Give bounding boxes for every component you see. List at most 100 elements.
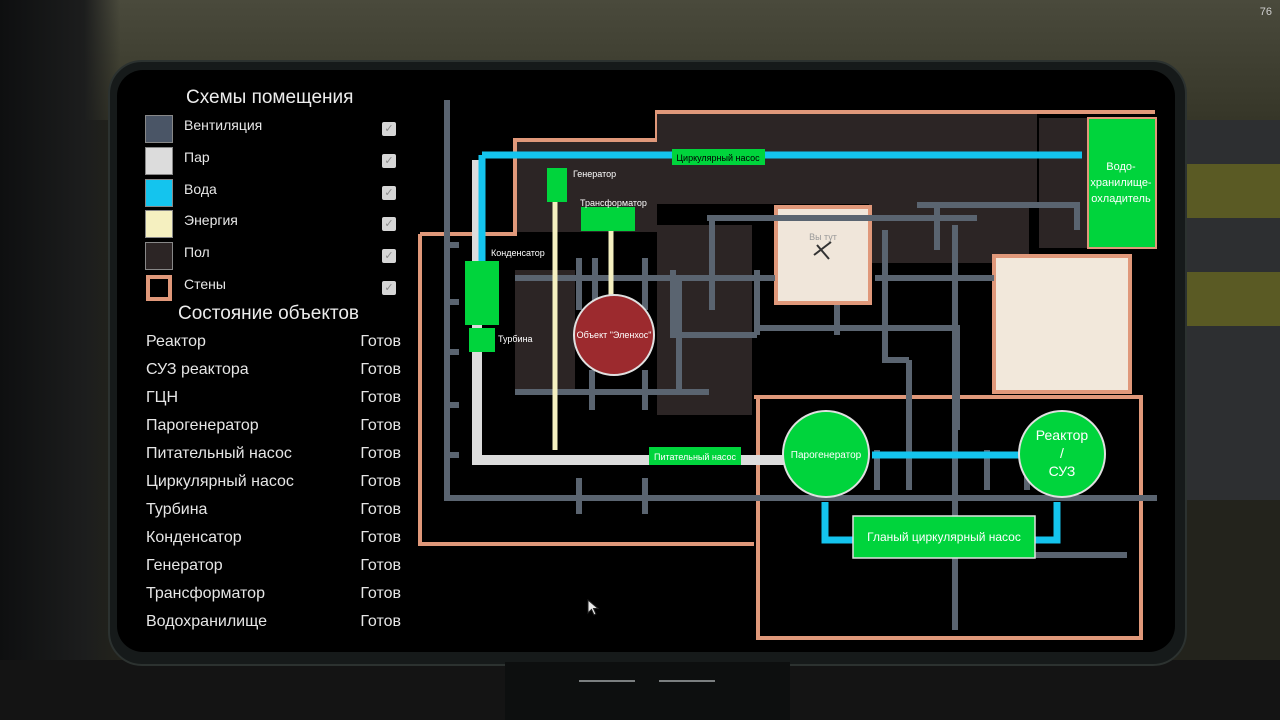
steam-gen-circle xyxy=(782,410,870,498)
status-object-name: Реактор xyxy=(146,333,206,350)
status-object-name: Питательный насос xyxy=(146,445,292,462)
reactor-label-2: / xyxy=(1060,445,1064,461)
circ-pump-box xyxy=(672,149,765,165)
wall-outline-left xyxy=(418,234,754,546)
transformer-label: Трансформатор xyxy=(580,198,647,208)
vent-top-right xyxy=(917,202,1080,230)
status-object-name: СУЗ реактора xyxy=(146,361,249,378)
status-state: Готов xyxy=(360,585,401,602)
vent-bottom-stubs xyxy=(576,478,648,514)
reactor-label-1: Реактор xyxy=(1036,427,1089,443)
condenser-label: Конденсатор xyxy=(491,248,545,258)
legend-label: Вентиляция xyxy=(184,117,263,133)
status-object-name: ГЦН xyxy=(146,389,179,406)
room-you-are-here xyxy=(774,205,872,305)
status-row: ГЦН Готов xyxy=(146,389,401,411)
reservoir-label-2: хранилище- xyxy=(1090,177,1152,189)
status-object-name: Конденсатор xyxy=(146,529,242,546)
status-state: Готов xyxy=(360,361,401,378)
vent-right-vertical xyxy=(882,230,912,490)
legend-checkbox[interactable]: ✓ xyxy=(382,185,396,200)
legend-swatch xyxy=(145,115,173,143)
status-state: Готов xyxy=(360,389,401,406)
stand-button-right[interactable] xyxy=(659,680,715,682)
status-row: Конденсатор Готов xyxy=(146,529,401,551)
feed-pump-box xyxy=(649,447,741,465)
legend-checkbox[interactable]: ✓ xyxy=(382,122,396,136)
facility-map: Вы тут xyxy=(418,100,1157,640)
you-are-here-label: Вы тут xyxy=(809,232,837,242)
status-row: Генератор Готов xyxy=(146,557,401,579)
legend-swatch xyxy=(146,275,172,301)
status-row: Реактор Готов xyxy=(146,333,401,355)
legend-checkbox[interactable]: ✓ xyxy=(382,249,396,264)
status-row: Питательный насос Готов xyxy=(146,445,401,467)
status-state: Готов xyxy=(360,333,401,350)
legend-checkbox[interactable]: ✓ xyxy=(382,217,396,232)
turbine-box xyxy=(469,328,495,352)
status-state: Готов xyxy=(360,557,401,574)
reservoir-box xyxy=(1087,117,1157,249)
status-row: Циркулярный насос Готов xyxy=(146,473,401,495)
status-object-name: Парогенератор xyxy=(146,417,259,434)
legend-swatch xyxy=(145,146,173,175)
background-shadow xyxy=(0,0,120,720)
status-title: Состояние объектов xyxy=(178,303,360,324)
status-state: Готов xyxy=(360,417,401,434)
object-label: Объект "Эленхос" xyxy=(577,330,652,340)
transformer-box xyxy=(581,207,635,231)
floor-left-block xyxy=(515,270,575,390)
mouse-cursor-icon xyxy=(587,599,600,616)
reactor-circle xyxy=(1018,410,1106,498)
status-row: Водохранилище Готов xyxy=(146,613,401,635)
reservoir-label-3: охладитель xyxy=(1091,193,1151,205)
status-object-name: Генератор xyxy=(146,557,223,574)
monitor-stand xyxy=(505,662,790,720)
legend-swatch xyxy=(145,242,173,271)
floor-mid-right xyxy=(869,203,1029,263)
vent-main xyxy=(444,100,1157,501)
legend-label: Энергия xyxy=(184,212,238,229)
monitor-screen: Схемы помещения Вентиляция✓Пар✓Вода✓Энер… xyxy=(117,70,1175,652)
status-row: Трансформатор Готов xyxy=(146,585,401,607)
legend-label: Стены xyxy=(184,276,226,292)
wall-outline-bottom-right xyxy=(754,395,1143,640)
main-pump-label: Гланый циркулярный насос xyxy=(867,530,1021,544)
fps-counter: 76 xyxy=(1259,6,1272,18)
legend-swatch xyxy=(145,178,173,207)
water-pipes xyxy=(478,151,1082,544)
legend-label: Пол xyxy=(184,244,210,261)
generator-label: Генератор xyxy=(573,169,616,179)
water-pump-right xyxy=(1027,502,1061,544)
object-elenhos-circle xyxy=(573,294,655,376)
stand-button-left[interactable] xyxy=(579,680,635,682)
condenser-box xyxy=(465,261,499,325)
room-right xyxy=(992,254,1132,394)
you-are-here-cross-icon xyxy=(813,241,832,260)
walls xyxy=(418,110,1155,640)
legend-checkbox[interactable]: ✓ xyxy=(382,153,396,168)
status-state: Готов xyxy=(360,445,401,462)
status-object-name: Турбина xyxy=(146,501,208,518)
status-object-name: Водохранилище xyxy=(146,613,267,630)
legend-checkbox[interactable]: ✓ xyxy=(382,281,396,295)
legend-swatch xyxy=(145,210,173,239)
legend-title: Схемы помещения xyxy=(186,87,354,108)
status-row: СУЗ реактора Готов xyxy=(146,361,401,383)
vent-right-branch xyxy=(757,305,960,430)
status-state: Готов xyxy=(360,613,401,630)
steam-gen-label: Парогенератор xyxy=(791,450,862,461)
reactor-label-3: СУЗ xyxy=(1049,463,1076,479)
generator-box xyxy=(547,168,567,202)
turbine-label: Турбина xyxy=(498,334,533,344)
status-object-name: Циркулярный насос xyxy=(146,473,294,490)
status-row: Парогенератор Готов xyxy=(146,417,401,439)
energy-lines xyxy=(552,190,614,450)
status-state: Готов xyxy=(360,529,401,546)
water-pump-left xyxy=(821,502,857,544)
status-state: Готов xyxy=(360,473,401,490)
vent-stubs-left xyxy=(447,242,459,458)
status-object-name: Трансформатор xyxy=(146,585,265,602)
legend-label: Пар xyxy=(184,148,210,165)
